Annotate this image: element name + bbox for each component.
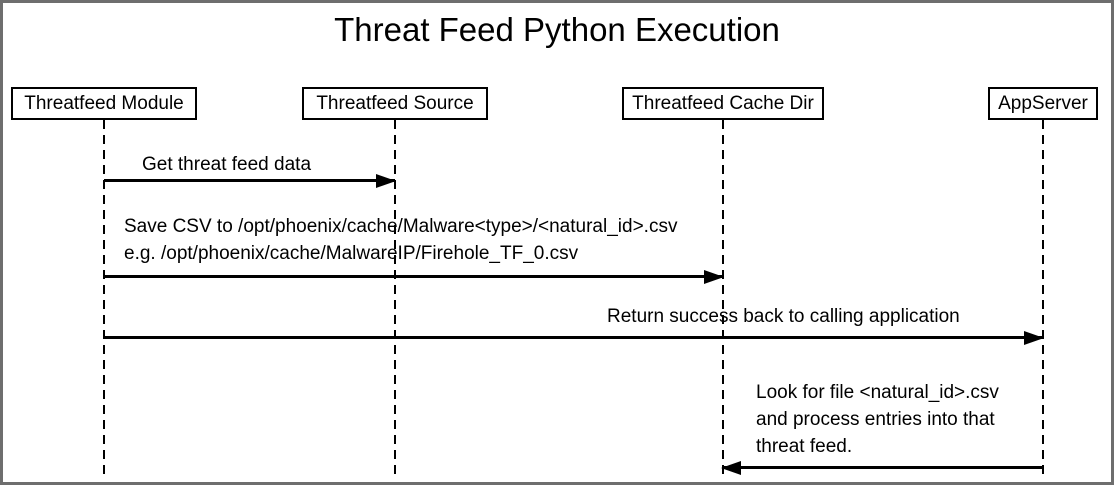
arrow-line — [104, 336, 1043, 339]
actor-label: Threatfeed Cache Dir — [632, 92, 814, 114]
message-1-arrow — [104, 174, 396, 188]
diagram-title: Threat Feed Python Execution — [334, 11, 780, 48]
actor-label: AppServer — [998, 92, 1088, 114]
arrow-line — [104, 179, 395, 182]
actor-label: Threatfeed Source — [316, 92, 474, 114]
lifeline-threatfeed-module — [103, 120, 105, 478]
message-1-label: Get threat feed data — [142, 154, 312, 175]
message-3-label: Return success back to calling applicati… — [607, 306, 960, 327]
arrow-line — [722, 466, 1043, 469]
actor-appserver: AppServer — [988, 87, 1098, 120]
message-3-arrow — [104, 331, 1044, 345]
message-4-label: Look for file <natural_id>.csv and proce… — [756, 382, 999, 457]
actor-threatfeed-cache-dir: Threatfeed Cache Dir — [622, 87, 824, 120]
lifeline-appserver — [1042, 120, 1044, 478]
actor-threatfeed-module: Threatfeed Module — [11, 87, 197, 120]
arrow-line — [104, 275, 723, 278]
lifeline-threatfeed-cache-dir — [722, 120, 724, 478]
message-4-arrow — [721, 461, 1043, 475]
actor-label: Threatfeed Module — [24, 92, 184, 114]
arrowhead-right-icon — [376, 174, 396, 188]
arrowhead-right-icon — [1024, 331, 1044, 345]
actor-threatfeed-source: Threatfeed Source — [302, 87, 488, 120]
message-2-arrow — [104, 270, 724, 284]
arrowhead-left-icon — [721, 461, 741, 475]
arrowhead-right-icon — [704, 270, 724, 284]
message-2-label: Save CSV to /opt/phoenix/cache/Malware<t… — [124, 216, 678, 264]
lifeline-threatfeed-source — [394, 120, 396, 478]
